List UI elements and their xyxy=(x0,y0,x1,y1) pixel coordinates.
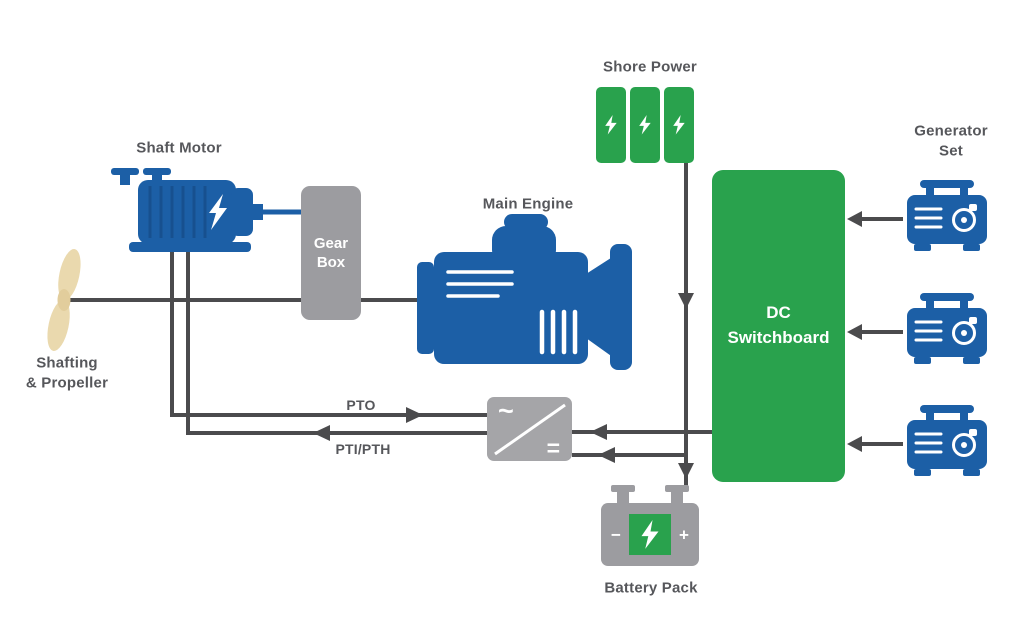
pto-arrow xyxy=(406,407,423,423)
generator-icon xyxy=(907,180,987,251)
generator-icon xyxy=(907,405,987,476)
generator-set-label: Generator Set xyxy=(914,122,988,160)
pto-label: PTO xyxy=(346,396,376,413)
main-engine-icon xyxy=(417,214,632,370)
converter-diagonal xyxy=(494,403,566,456)
battery-plus-sign: + xyxy=(679,525,689,545)
pto-line xyxy=(170,246,489,417)
dc-switchboard: DC Switchboard xyxy=(712,170,845,482)
main-engine-label: Main Engine xyxy=(482,195,574,213)
pti-arrow xyxy=(313,425,330,441)
shaft-motor-label: Shaft Motor xyxy=(136,139,222,157)
shore-power-icon xyxy=(596,87,694,163)
generator1-arrow xyxy=(847,211,862,227)
gear-box-label: Gear Box xyxy=(313,234,349,272)
battery-pack-label: Battery Pack xyxy=(604,579,698,597)
generator-icon xyxy=(907,293,987,364)
lightning-bolt-icon xyxy=(605,115,617,135)
shore-down-arrow xyxy=(678,293,694,309)
converter-in-arrow-1 xyxy=(590,424,607,440)
generator3-arrow xyxy=(847,436,862,452)
shaft-motor-icon xyxy=(111,168,263,252)
shore-power-label: Shore Power xyxy=(603,58,697,76)
converter: ~ = xyxy=(487,397,572,461)
pti-pth-label: PTI/PTH xyxy=(335,440,391,457)
lightning-bolt-icon xyxy=(209,194,227,230)
battery-down-arrow xyxy=(678,463,694,479)
battery-minus-sign: − xyxy=(611,525,621,545)
converter-dc-symbol: = xyxy=(546,435,560,461)
shafting-propeller-label: Shafting & Propeller xyxy=(25,354,109,392)
lightning-bolt-icon xyxy=(673,115,685,135)
lightning-bolt-icon xyxy=(641,520,659,549)
converter-in-arrow-2 xyxy=(598,447,615,463)
gear-box: Gear Box xyxy=(301,186,361,320)
converter-ac-symbol: ~ xyxy=(498,396,514,426)
propeller-icon xyxy=(47,249,81,351)
generator2-arrow xyxy=(847,324,862,340)
lightning-bolt-icon xyxy=(639,115,651,135)
battery-pack-icon xyxy=(601,485,699,566)
pti-line xyxy=(186,246,489,435)
dc-switchboard-label: DC Switchboard xyxy=(727,303,830,347)
